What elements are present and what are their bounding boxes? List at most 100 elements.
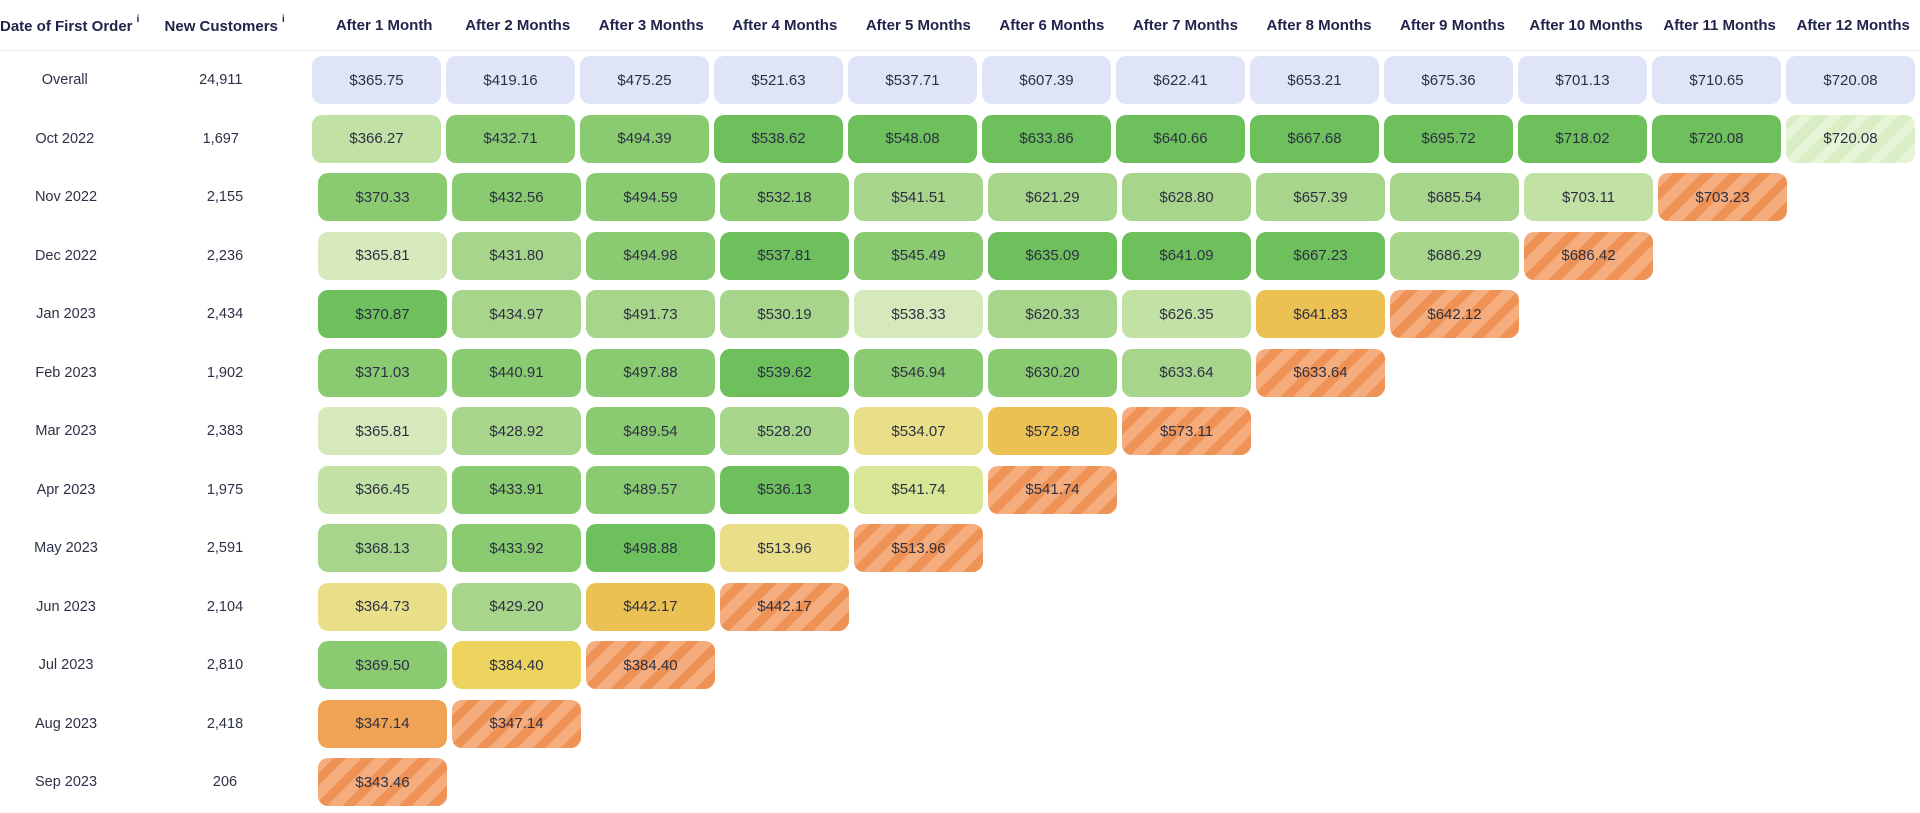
- cohort-cell[interactable]: $368.13: [318, 524, 447, 573]
- cohort-cell[interactable]: $703.11: [1524, 173, 1653, 222]
- cohort-cell[interactable]: $541.51: [854, 173, 983, 222]
- cohort-cell[interactable]: $532.18: [720, 173, 849, 222]
- cohort-cell[interactable]: $528.20: [720, 407, 849, 456]
- cohort-cell[interactable]: $633.64: [1256, 348, 1385, 397]
- cohort-cell[interactable]: $685.54: [1390, 173, 1519, 222]
- cohort-cell[interactable]: $433.92: [452, 524, 581, 573]
- cohort-cell[interactable]: $365.81: [318, 407, 447, 456]
- cohort-cell[interactable]: $642.12: [1390, 290, 1519, 339]
- cohort-cell[interactable]: $419.16: [446, 56, 575, 105]
- cohort-cell[interactable]: $537.81: [720, 231, 849, 280]
- cohort-cell[interactable]: $546.94: [854, 348, 983, 397]
- cohort-cell[interactable]: $548.08: [848, 114, 977, 163]
- cohort-cell[interactable]: $572.98: [988, 407, 1117, 456]
- cohort-cell[interactable]: $365.75: [312, 56, 441, 105]
- cohort-cell[interactable]: $432.71: [446, 114, 575, 163]
- cohort-cell[interactable]: $703.23: [1658, 173, 1787, 222]
- cohort-cell[interactable]: $536.13: [720, 465, 849, 514]
- cohort-label: Mar 2023: [35, 423, 97, 440]
- cohort-cell[interactable]: $538.62: [714, 114, 843, 163]
- cohort-cell[interactable]: $366.27: [312, 114, 441, 163]
- cohort-cell[interactable]: $497.88: [586, 348, 715, 397]
- cohort-cell[interactable]: $686.42: [1524, 231, 1653, 280]
- cohort-cell[interactable]: $718.02: [1518, 114, 1647, 163]
- cohort-cells: $347.14$347.14: [318, 699, 586, 748]
- cohort-cell[interactable]: $633.86: [982, 114, 1111, 163]
- cohort-cell[interactable]: $541.74: [988, 465, 1117, 514]
- cohort-cell[interactable]: $701.13: [1518, 56, 1647, 105]
- cohort-cell[interactable]: $347.14: [318, 699, 447, 748]
- cohort-cell[interactable]: $686.29: [1390, 231, 1519, 280]
- cohort-cell[interactable]: $667.23: [1256, 231, 1385, 280]
- cohort-cell[interactable]: $513.96: [854, 524, 983, 573]
- cohort-cell[interactable]: $442.17: [720, 582, 849, 631]
- cohort-cell[interactable]: $365.81: [318, 231, 447, 280]
- cohort-cell[interactable]: $491.73: [586, 290, 715, 339]
- cohort-cell[interactable]: $494.59: [586, 173, 715, 222]
- cohort-cell[interactable]: $489.57: [586, 465, 715, 514]
- cohort-cell[interactable]: $369.50: [318, 641, 447, 690]
- cohort-cell[interactable]: $630.20: [988, 348, 1117, 397]
- cohort-cell[interactable]: $384.40: [452, 641, 581, 690]
- cohort-cell[interactable]: $622.41: [1116, 56, 1245, 105]
- cohort-cell[interactable]: $475.25: [580, 56, 709, 105]
- cohort-cell[interactable]: $539.62: [720, 348, 849, 397]
- cohort-cell[interactable]: $720.08: [1786, 56, 1915, 105]
- cohort-cell[interactable]: $442.17: [586, 582, 715, 631]
- cohort-cell[interactable]: $489.54: [586, 407, 715, 456]
- cohort-cell[interactable]: $635.09: [988, 231, 1117, 280]
- cohort-cell[interactable]: $371.03: [318, 348, 447, 397]
- cohort-cell[interactable]: $640.66: [1116, 114, 1245, 163]
- col-header-after-12-months: After 12 Months: [1796, 16, 1910, 34]
- cohort-cell[interactable]: $667.68: [1250, 114, 1379, 163]
- cohort-cell[interactable]: $573.11: [1122, 407, 1251, 456]
- cohort-cell[interactable]: $432.56: [452, 173, 581, 222]
- cohort-cell[interactable]: $633.64: [1122, 348, 1251, 397]
- cohort-cell[interactable]: $433.91: [452, 465, 581, 514]
- cohort-cell[interactable]: $621.29: [988, 173, 1117, 222]
- cohort-cell[interactable]: $494.98: [586, 231, 715, 280]
- cohort-cell[interactable]: $498.88: [586, 524, 715, 573]
- cohort-cell[interactable]: $440.91: [452, 348, 581, 397]
- cohort-cell[interactable]: $607.39: [982, 56, 1111, 105]
- cohort-cell[interactable]: $347.14: [452, 699, 581, 748]
- cohort-cell[interactable]: $431.80: [452, 231, 581, 280]
- cohort-cell[interactable]: $710.65: [1652, 56, 1781, 105]
- cohort-cell[interactable]: $370.33: [318, 173, 447, 222]
- cohort-cell[interactable]: $695.72: [1384, 114, 1513, 163]
- cohort-cell[interactable]: $720.08: [1786, 114, 1915, 163]
- cohort-cells: $368.13$433.92$498.88$513.96$513.96: [318, 524, 988, 573]
- cohort-cell[interactable]: $384.40: [586, 641, 715, 690]
- cohort-cell[interactable]: $429.20: [452, 582, 581, 631]
- cohort-cell[interactable]: $494.39: [580, 114, 709, 163]
- cohort-cell[interactable]: $545.49: [854, 231, 983, 280]
- cohort-cell[interactable]: $434.97: [452, 290, 581, 339]
- info-icon[interactable]: i: [136, 12, 140, 25]
- cohort-cell[interactable]: $538.33: [854, 290, 983, 339]
- cohort-cell[interactable]: $534.07: [854, 407, 983, 456]
- cohort-cell[interactable]: $521.63: [714, 56, 843, 105]
- cohort-cell[interactable]: $343.46: [318, 758, 447, 807]
- cohort-cell[interactable]: $657.39: [1256, 173, 1385, 222]
- cohort-cell[interactable]: $364.73: [318, 582, 447, 631]
- cohort-cell[interactable]: $628.80: [1122, 173, 1251, 222]
- cohort-cell[interactable]: $541.74: [854, 465, 983, 514]
- cohort-cell[interactable]: $653.21: [1250, 56, 1379, 105]
- cohort-cell[interactable]: $641.09: [1122, 231, 1251, 280]
- cohort-cell[interactable]: $675.36: [1384, 56, 1513, 105]
- cohort-cell[interactable]: $720.08: [1652, 114, 1781, 163]
- cohort-cell[interactable]: $366.45: [318, 465, 447, 514]
- cohort-label: Aug 2023: [34, 715, 98, 732]
- info-icon[interactable]: i: [281, 12, 285, 25]
- cohort-cell[interactable]: $537.71: [848, 56, 977, 105]
- cohort-cell[interactable]: $626.35: [1122, 290, 1251, 339]
- cohort-cell[interactable]: $428.92: [452, 407, 581, 456]
- cohort-cell[interactable]: $513.96: [720, 524, 849, 573]
- cohort-cell[interactable]: $530.19: [720, 290, 849, 339]
- cohort-cell[interactable]: $620.33: [988, 290, 1117, 339]
- cohort-cell[interactable]: $370.87: [318, 290, 447, 339]
- cohort-cell[interactable]: $641.83: [1256, 290, 1385, 339]
